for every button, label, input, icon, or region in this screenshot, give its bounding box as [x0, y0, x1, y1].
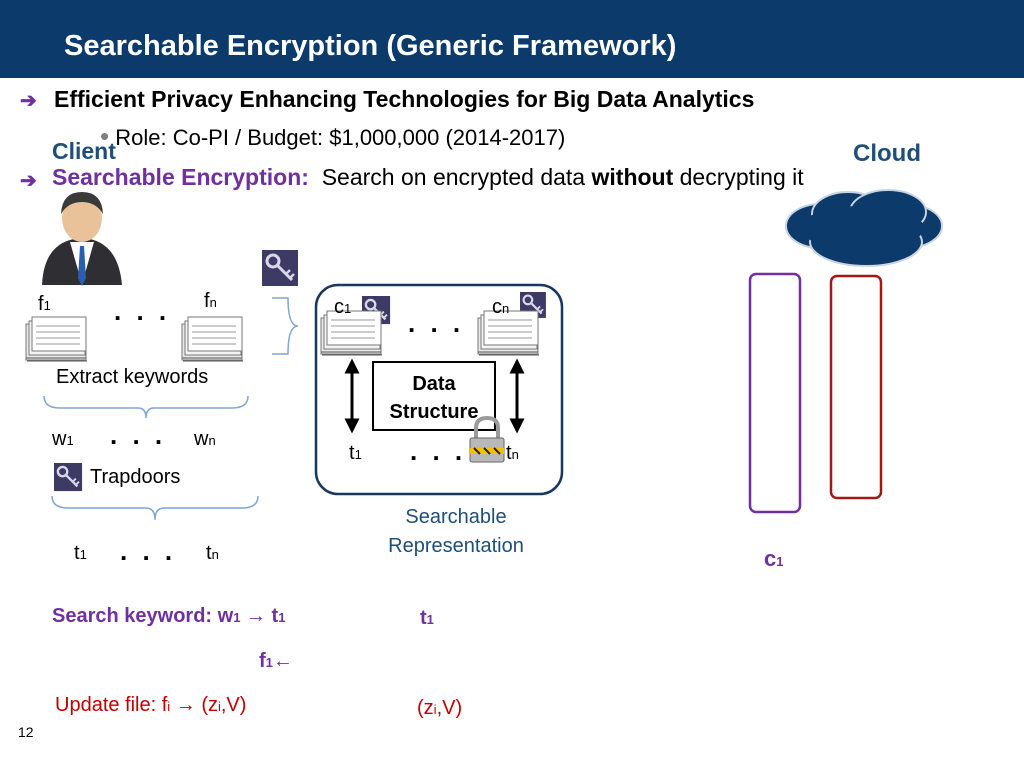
key-icon [260, 248, 300, 288]
sub-bullet-text: Role: Co-PI / Budget: $1,000,000 (2014-2… [115, 125, 566, 150]
ellipsis: . . . [410, 436, 467, 466]
cloud-icon [785, 189, 943, 267]
keyword-label-w1: w1 [52, 428, 74, 450]
extract-keywords-label: Extract keywords [56, 366, 209, 388]
cipher-label-cn: cn [492, 296, 510, 318]
update-token-label: (zi,V) [417, 697, 463, 719]
cloud-cipher-c1: c1 [764, 546, 784, 571]
title-bar [0, 0, 1024, 78]
ellipsis: . . . [114, 296, 171, 326]
ellipsis: . . . [120, 536, 177, 566]
document-stack-icon [320, 310, 383, 356]
cipher-label-c1: c1 [334, 296, 352, 318]
page-number: 12 [18, 724, 34, 740]
result-f1-label: f1← [259, 650, 293, 672]
cloud-label: Cloud [853, 140, 921, 167]
bullet-second: Searchable Encryption: Search on encrypt… [52, 164, 804, 191]
cloud-index-column [829, 274, 883, 500]
padlock-icon [469, 415, 505, 463]
data-structure-label: Data Structure [389, 373, 479, 423]
keyword-label-wn: wn [194, 428, 216, 450]
data-structure-box [372, 361, 496, 431]
arrow-right-icon: ➔ [20, 90, 37, 112]
ellipsis: . . . [408, 308, 465, 338]
grouping-brace [272, 297, 299, 355]
search-token-t1: t1 [420, 607, 434, 629]
trapdoor-label-t1: t1 [74, 542, 87, 564]
ellipsis: . . . [110, 420, 167, 450]
trapdoors-label: Trapdoors [90, 466, 181, 488]
bullet-second-text-b: decrypting it [679, 164, 804, 190]
slide-title: Searchable Encryption (Generic Framework… [64, 30, 677, 62]
bullet-second-label: Searchable Encryption: [52, 164, 309, 190]
bullet-second-bold: without [591, 164, 674, 190]
bullet-first: Efficient Privacy Enhancing Technologies… [54, 86, 755, 112]
bullet-second-text-a: Search on encrypted data [321, 164, 586, 190]
document-stack-icon [25, 316, 88, 362]
token-label-t1: t1 [349, 442, 362, 464]
file-label-f1: f1 [38, 293, 51, 315]
keywords-brace [43, 395, 249, 419]
key-icon [52, 461, 84, 493]
update-file-label: Update file: fi → (zi,V) [55, 694, 247, 716]
businessman-icon [42, 192, 122, 286]
document-stack-icon [181, 316, 244, 362]
trapdoors-brace [51, 495, 259, 521]
cloud-storage-column [748, 272, 802, 514]
sub-bullet: • Role: Co-PI / Budget: $1,000,000 (2014… [100, 121, 565, 152]
token-label-tn: tn [506, 442, 519, 464]
searchable-representation-label: Searchable Representation [388, 506, 524, 557]
bullet-dot-icon: • [100, 121, 110, 151]
file-label-fn: fn [204, 290, 217, 312]
search-keyword-label: Search keyword: w1 → t1 [52, 605, 286, 627]
arrow-right-icon: ➔ [20, 170, 37, 192]
trapdoor-label-tn: tn [206, 542, 219, 564]
client-label: Client [52, 138, 116, 164]
searchable-representation-box [314, 283, 564, 496]
